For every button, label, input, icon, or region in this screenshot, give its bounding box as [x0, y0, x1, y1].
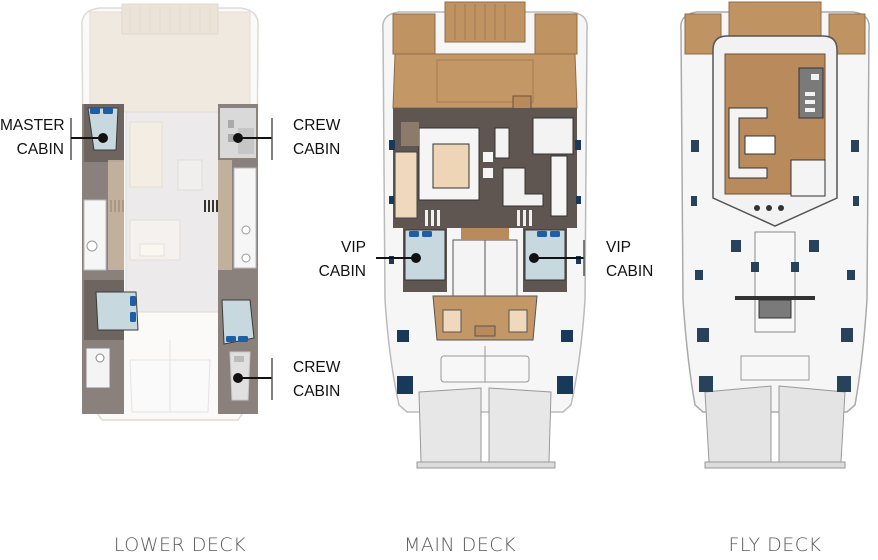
fly-deck-drawing — [680, 1, 870, 469]
crew-cabin-fwd-leader — [233, 118, 273, 160]
fly-deck-plan — [675, 0, 875, 530]
crew-cabin-aft-label: CREW CABIN — [293, 356, 340, 404]
crew-cabin-fwd-label: CREW CABIN — [293, 114, 340, 162]
master-cabin-leader — [70, 118, 108, 160]
lower-deck-title: LOWER DECK — [113, 534, 247, 556]
crew-cabin-aft-label-line2: CABIN — [293, 383, 341, 400]
vip-cabin-port-label-line2: CABIN — [318, 263, 366, 280]
main-deck-plan — [375, 0, 595, 530]
crew-cabin-fwd-label-line2: CABIN — [293, 141, 341, 158]
vip-cabin-stbd-label-line2: CABIN — [606, 263, 654, 280]
master-cabin-label-line1: MASTER — [0, 117, 65, 134]
vip-cabin-stbd-leader — [529, 240, 585, 276]
master-cabin-label: MASTER CABIN — [0, 114, 65, 162]
master-cabin-label-line2: CABIN — [16, 141, 64, 158]
lower-deck-drawing — [81, 3, 259, 421]
main-deck-title: MAIN DECK — [403, 534, 517, 556]
vip-cabin-stbd-label-line1: VIP — [606, 239, 631, 256]
crew-cabin-fwd-label-line1: CREW — [293, 117, 341, 134]
crew-cabin-aft-label-line1: CREW — [293, 359, 341, 376]
fly-deck-title: FLY DECK — [728, 534, 822, 556]
crew-cabin-aft-leader — [233, 358, 273, 400]
vip-cabin-port-label-line1: VIP — [341, 239, 366, 256]
main-deck-drawing — [382, 1, 588, 469]
vip-cabin-stbd-label: VIP CABIN — [606, 236, 653, 284]
lower-deck-plan — [60, 0, 280, 530]
vip-cabin-port-label: VIP CABIN — [300, 236, 366, 284]
vip-cabin-port-leader — [376, 253, 421, 263]
